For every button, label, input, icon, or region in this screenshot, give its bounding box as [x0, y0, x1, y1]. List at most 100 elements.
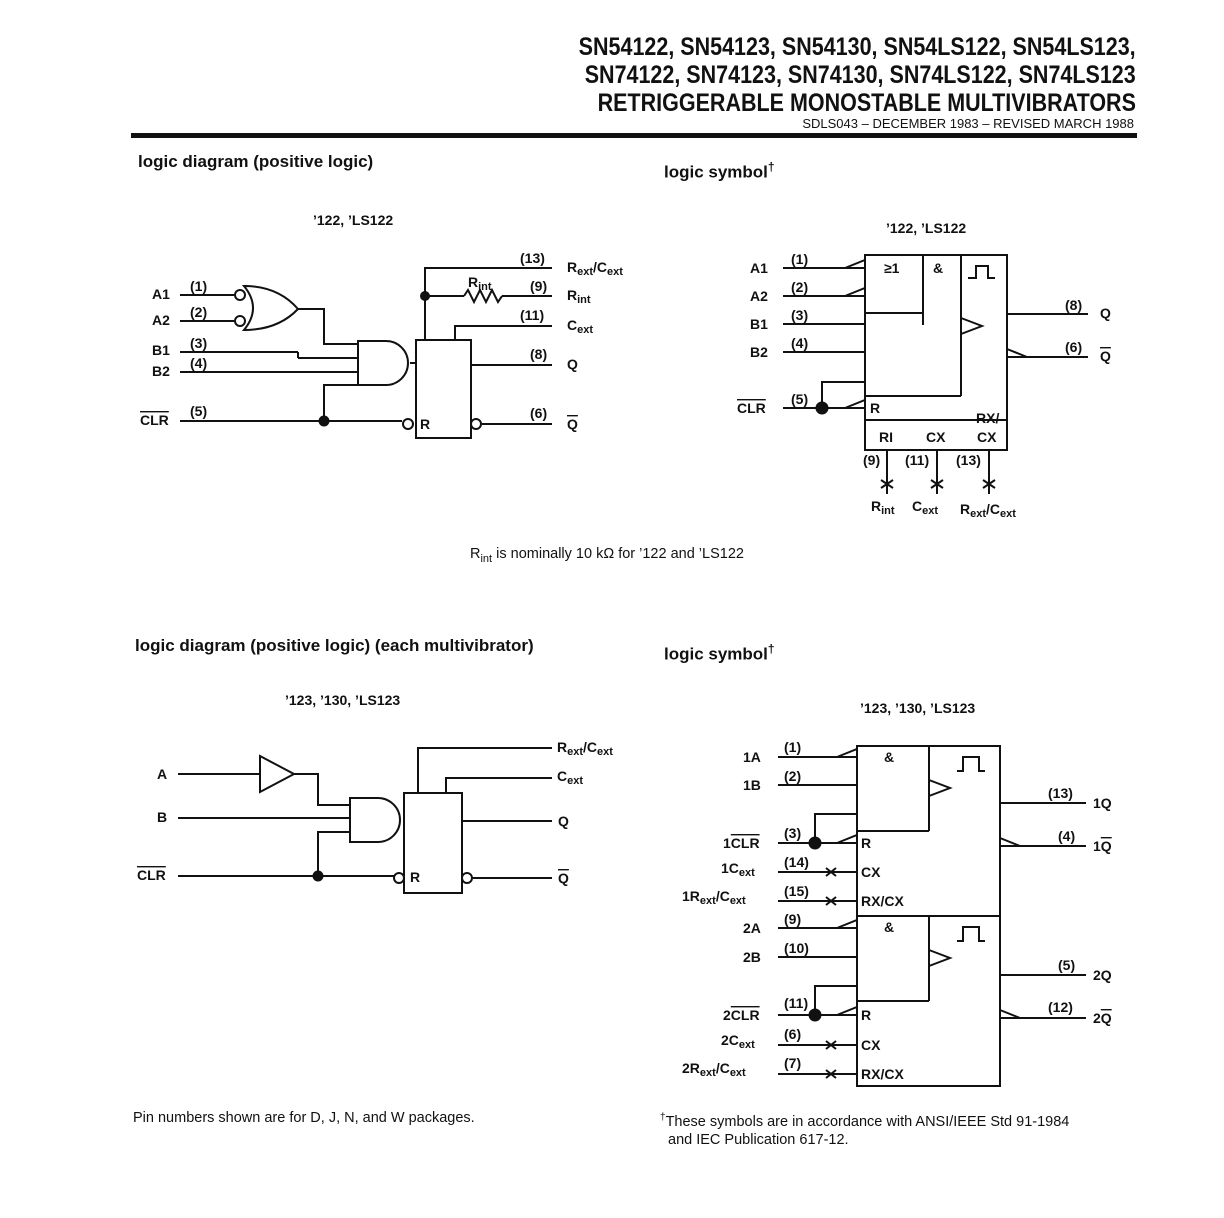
symbol2-device-label: ’123, ’130, ’LS123: [860, 700, 975, 716]
section2-title: logic diagram (positive logic) (each mul…: [135, 636, 534, 655]
diagram1-pin-q: (8): [530, 346, 547, 362]
symbol2-pin-2: (2): [784, 768, 801, 784]
symbol1-r-label: R: [870, 400, 880, 416]
symbol2-1a-label: 1A: [743, 749, 761, 765]
symbol1-b2-label: B2: [750, 344, 768, 360]
symbol1-cx2-label: CX: [977, 429, 997, 445]
diagram1-pin-b2: (4): [190, 355, 207, 371]
diagram1-pin-a1: (1): [190, 278, 207, 294]
header-part-numbers-line1: SN54122, SN54123, SN54130, SN54LS122, SN…: [579, 33, 1136, 61]
symbol1-pin-a2: (2): [791, 279, 808, 295]
diagram1-pin-qbar: (6): [530, 405, 547, 421]
symbol1-a2-label: A2: [750, 288, 768, 304]
symbol2-and-qualifier-1: &: [884, 749, 894, 765]
symbol2-1b-label: 1B: [743, 777, 761, 793]
symbol2-body: [856, 745, 1001, 1087]
symbol2-2a-label: 2A: [743, 920, 761, 936]
ansi-footnote-line2: and IEC Publication 617-12.: [668, 1132, 849, 1148]
diagram2-r-label: R: [410, 869, 420, 885]
diagram1-pin-cext: (11): [520, 307, 544, 323]
diagram2-wiring: [178, 747, 552, 879]
symbol2-1cext-label: 1Cext: [721, 860, 755, 879]
diagram1-junction-rint: [420, 291, 430, 301]
header-device-title: RETRIGGERABLE MONOSTABLE MULTIVIBRATORS: [597, 89, 1136, 117]
symbol1-or-qualifier: ≥1: [884, 260, 900, 276]
symbol1-pin-b1: (3): [791, 307, 808, 323]
symbol1-pin-cext: (11): [905, 452, 929, 468]
symbol2-2rext-cext-label: 2Rext/Cext: [682, 1060, 746, 1079]
diagram1-or-gate: [241, 284, 300, 332]
diagram1-r-label: R: [420, 416, 430, 432]
symbol1-pin-clr: (5): [791, 391, 808, 407]
ansi-footnote-line1: †These symbols are in accordance with AN…: [660, 1112, 1070, 1130]
diagram2-qbar-bubble: [461, 872, 473, 884]
diagram1-monostable-block: [415, 339, 472, 439]
symbol2-1clr-label: 1CLR: [723, 835, 760, 851]
symbol1-pin-q: (8): [1065, 297, 1082, 313]
diagram1-pin-clr: (5): [190, 403, 207, 419]
diagram2-buffer: [259, 754, 297, 794]
symbol2-r-label-2: R: [861, 1007, 871, 1023]
diagram1-qbar-bubble: [470, 418, 482, 430]
diagram2-a-label: A: [157, 766, 167, 782]
diagram1-b2-label: B2: [152, 363, 170, 379]
symbol2-2cext-label: 2Cext: [721, 1032, 755, 1051]
diagram2-q-label: Q: [558, 813, 569, 829]
symbol2-r-label-1: R: [861, 835, 871, 851]
diagram1-pin-rext: (13): [520, 250, 545, 266]
symbol1-device-label: ’122, ’LS122: [886, 220, 966, 236]
symbol1-rx-label: RX/: [976, 410, 999, 426]
diagram1-b1-label: B1: [152, 342, 170, 358]
symbol2-rxcx-label-2: RX/CX: [861, 1066, 904, 1082]
symbol2-pin-9: (9): [784, 911, 801, 927]
diagram1-a2-bubble: [234, 315, 246, 327]
symbol2-pin-7: (7): [784, 1055, 801, 1071]
symbol2-pin-6: (6): [784, 1026, 801, 1042]
diagram2-qbar-label: Q: [558, 870, 569, 886]
symbol1-wiring: [783, 258, 1088, 494]
diagram1-pin-b1: (3): [190, 335, 207, 351]
symbol1-qbar-label: Q: [1100, 348, 1111, 364]
diagram2-clr-label: CLR: [137, 867, 166, 883]
symbol2-and-qualifier-2: &: [884, 919, 894, 935]
symbol2-pin-12: (12): [1048, 999, 1073, 1015]
symbol2-pin-14: (14): [784, 854, 809, 870]
symbol2-2q-label: 2Q: [1093, 967, 1112, 983]
symbol2-2clr-label: 2CLR: [723, 1007, 760, 1023]
diagram2-rext-cext-label: Rext/Cext: [557, 739, 613, 758]
section1-title: logic diagram (positive logic): [138, 152, 374, 171]
diagram2-cext-label: Cext: [557, 768, 583, 787]
diagram1-cext-label: Cext: [567, 317, 593, 336]
symbol2-2qbar-label: 2Q: [1093, 1010, 1112, 1026]
diagram1-rint-resistor: [463, 287, 503, 305]
diagram1-clr-bubble: [402, 418, 414, 430]
symbol1-b1-label: B1: [750, 316, 768, 332]
diagram1-a1-label: A1: [152, 286, 170, 302]
pins-footnote: Pin numbers shown are for D, J, N, and W…: [133, 1110, 475, 1126]
symbol1-a1-label: A1: [750, 260, 768, 276]
diagram1-a1-bubble: [234, 289, 246, 301]
symbol2-pin-15: (15): [784, 883, 809, 899]
diagram1-and-gate: [357, 340, 409, 386]
header-rule: [131, 133, 1137, 138]
symbol1-ri-label: RI: [879, 429, 893, 445]
symbol2-1rext-cext-label: 1Rext/Cext: [682, 888, 746, 907]
symbol1-cext-label: Cext: [912, 498, 938, 517]
diagram2-b-label: B: [157, 809, 167, 825]
diagram2-monostable-block: [403, 792, 463, 894]
symbol1-pin-rint: (9): [863, 452, 880, 468]
symbol1-cx-label: CX: [926, 429, 946, 445]
diagram2-device-label: ’123, ’130, ’LS123: [285, 692, 400, 708]
symbol1-pin-a1: (1): [791, 251, 808, 267]
diagram1-wiring: [180, 267, 552, 425]
symbol1-q-label: Q: [1100, 305, 1111, 321]
symbol2-2b-label: 2B: [743, 949, 761, 965]
symbol1-pin-b2: (4): [791, 335, 808, 351]
symbol2-rxcx-label-1: RX/CX: [861, 893, 904, 909]
diagram1-rext-cext-label: Rext/Cext: [567, 259, 623, 278]
diagram1-pin-a2: (2): [190, 304, 207, 320]
diagram2-and-gate: [349, 797, 401, 843]
symbol1-rint-label: Rint: [871, 498, 895, 517]
header-part-numbers-line2: SN74122, SN74123, SN74130, SN74LS122, SN…: [584, 61, 1136, 89]
symbol2-wiring: [778, 747, 1086, 1079]
